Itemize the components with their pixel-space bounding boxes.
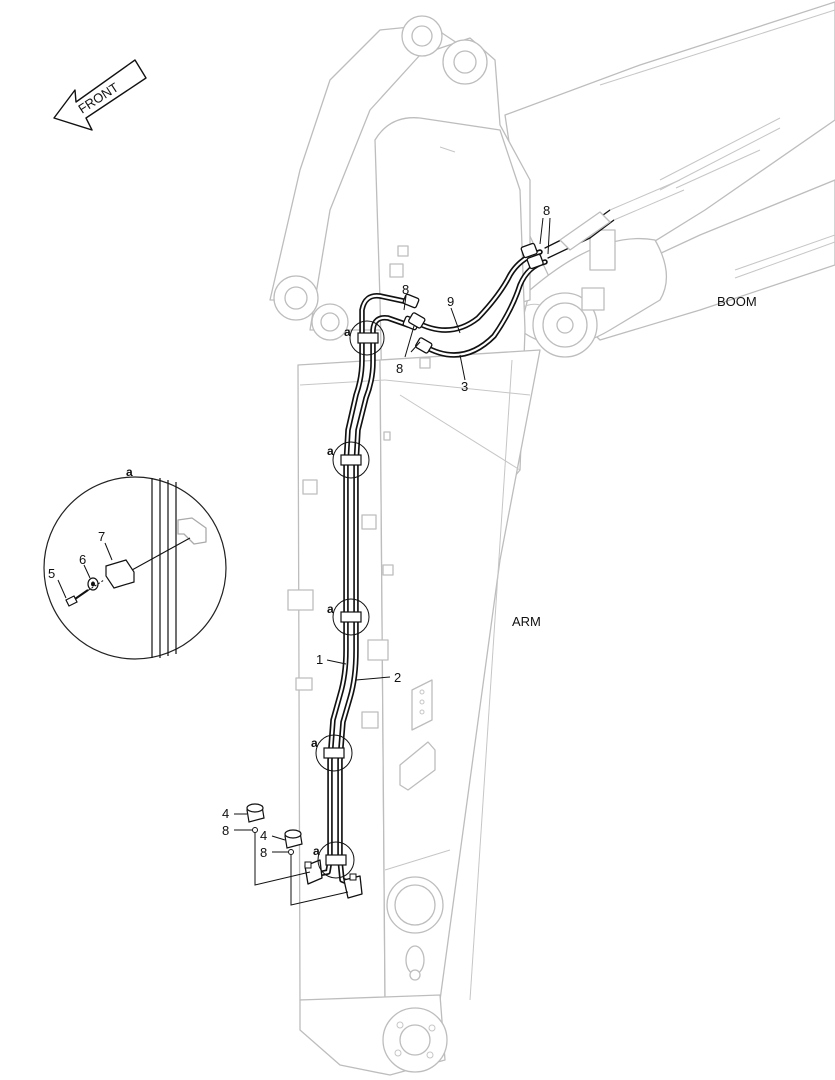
callout-3: 3 bbox=[461, 379, 468, 394]
callout-2: 2 bbox=[394, 670, 401, 685]
callout-8-top: 8 bbox=[543, 203, 550, 218]
callout-labels: BOOM ARM 8 8 8 9 3 1 2 4 8 4 8 7 6 5 bbox=[48, 203, 757, 860]
callout-4-left: 4 bbox=[222, 806, 229, 821]
boom-label: BOOM bbox=[717, 294, 757, 309]
arm-label: ARM bbox=[512, 614, 541, 629]
callout-4-right: 4 bbox=[260, 828, 267, 843]
clamp-4: a bbox=[311, 734, 353, 772]
callout-8-right: 8 bbox=[260, 845, 267, 860]
detail-view-a: a bbox=[43, 465, 227, 660]
detail-view-label: a bbox=[126, 465, 133, 479]
clamp-points: a a a a a bbox=[311, 320, 385, 879]
clamp-label: a bbox=[311, 736, 318, 750]
plug-parts bbox=[234, 803, 349, 906]
callout-8-lower: 8 bbox=[396, 361, 403, 376]
clamp-label: a bbox=[327, 602, 334, 616]
callout-8-left: 8 bbox=[222, 823, 229, 838]
hose-assembly bbox=[304, 179, 685, 899]
arm-structure bbox=[269, 15, 541, 1076]
callout-7: 7 bbox=[98, 529, 105, 544]
clamp-label: a bbox=[313, 844, 320, 858]
clamp-3: a bbox=[327, 598, 370, 636]
callout-5: 5 bbox=[48, 566, 55, 581]
clamp-5: a bbox=[313, 841, 355, 879]
callout-8-upper: 8 bbox=[402, 282, 409, 297]
callout-9: 9 bbox=[447, 294, 454, 309]
callout-1: 1 bbox=[316, 652, 323, 667]
clamp-1: a bbox=[344, 320, 385, 356]
boom-structure bbox=[496, 1, 835, 358]
clamp-2: a bbox=[327, 441, 370, 479]
clamp-label: a bbox=[327, 444, 334, 458]
front-direction-arrow: FRONT bbox=[53, 59, 147, 131]
callout-6: 6 bbox=[79, 552, 86, 567]
callout-leaders bbox=[326, 217, 551, 681]
clamp-label: a bbox=[344, 325, 351, 339]
